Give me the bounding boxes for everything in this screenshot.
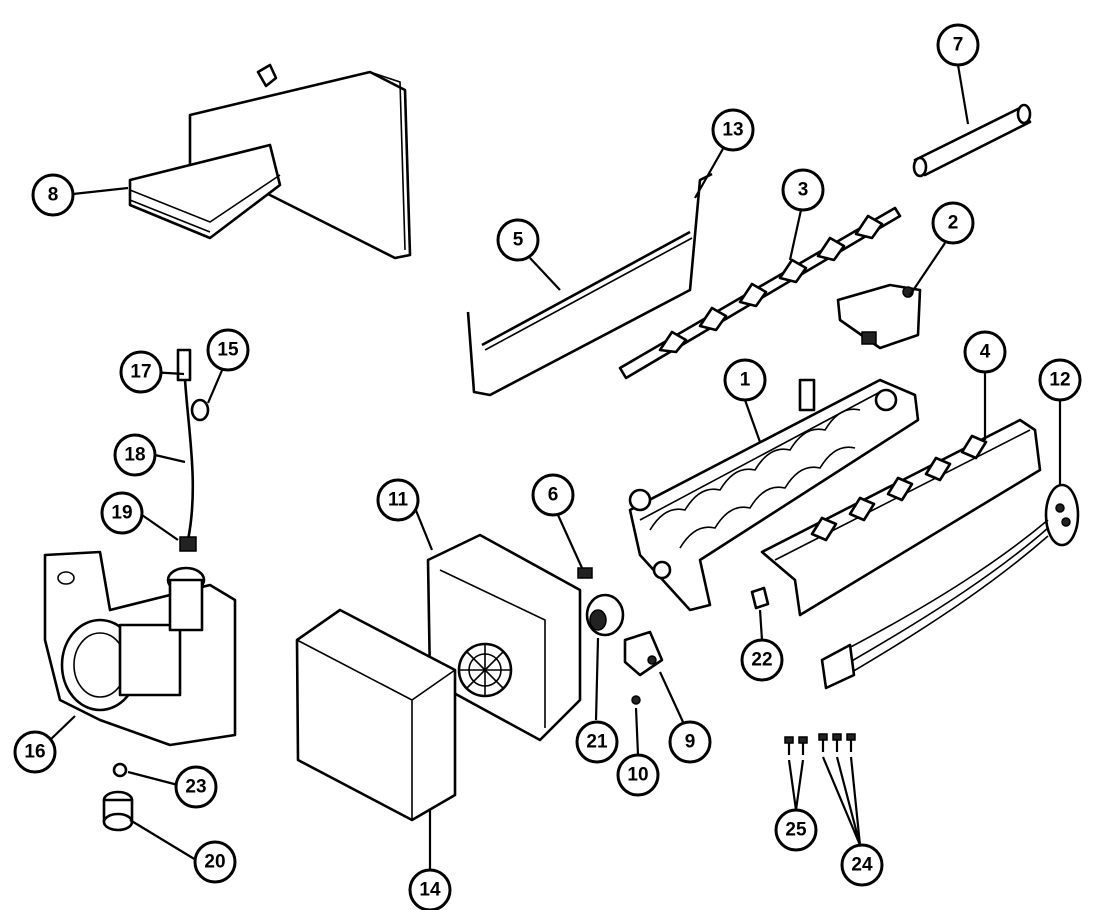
callout-22: 22 <box>740 638 784 682</box>
part-9-switch <box>623 630 664 677</box>
callout-14: 14 <box>408 868 452 910</box>
callout-9-label: 9 <box>685 732 696 753</box>
part-16-valve <box>43 550 237 747</box>
part-25-screws <box>784 736 808 755</box>
callout-8: 8 <box>31 173 75 217</box>
part-20-nut <box>102 790 134 832</box>
callout-23: 23 <box>174 765 218 809</box>
callout-25: 25 <box>774 808 818 852</box>
callout-9: 9 <box>668 720 712 764</box>
callout-13: 13 <box>711 108 755 152</box>
callout-3-label: 3 <box>798 180 809 201</box>
callout-12-label: 12 <box>1049 370 1070 391</box>
callout-3: 3 <box>781 168 825 212</box>
callout-5-label: 5 <box>513 230 524 251</box>
callout-21: 21 <box>575 720 619 764</box>
callout-1-label: 1 <box>740 370 751 391</box>
part-11-control <box>426 533 582 742</box>
callout-16: 16 <box>13 730 57 774</box>
part-15-clamp <box>190 398 210 422</box>
part-24-screws <box>818 733 856 752</box>
part-10-pin <box>631 695 641 705</box>
callout-1: 1 <box>723 358 767 402</box>
callout-24: 24 <box>840 843 884 887</box>
part-23-washer <box>112 762 128 778</box>
callout-6: 6 <box>531 473 575 517</box>
part-7-tube <box>912 103 1032 178</box>
callout-19: 19 <box>100 491 144 535</box>
callout-17-label: 17 <box>130 362 151 383</box>
callout-15-label: 15 <box>217 340 239 361</box>
part-22-clip <box>750 586 770 610</box>
callout-10-label: 10 <box>627 765 648 786</box>
callout-11-label: 11 <box>388 490 409 511</box>
part-2-bracket <box>836 283 922 350</box>
part-18-tube <box>176 348 195 541</box>
callout-16-label: 16 <box>24 742 45 763</box>
callout-24-label: 24 <box>851 855 873 876</box>
part-19-fitting <box>179 536 197 552</box>
callout-6-label: 6 <box>548 485 559 506</box>
part-1-mold <box>628 378 920 612</box>
part-6-screw <box>577 567 593 579</box>
callout-2-label: 2 <box>948 213 959 234</box>
callout-11: 11 <box>376 478 420 522</box>
callout-12: 12 <box>1038 358 1082 402</box>
callout-19-label: 19 <box>111 503 132 524</box>
callout-15: 15 <box>206 328 250 372</box>
callout-18: 18 <box>113 433 157 477</box>
part-14-cover <box>295 608 457 822</box>
callout-5: 5 <box>496 218 540 262</box>
callout-22-label: 22 <box>751 650 772 671</box>
callout-20: 20 <box>193 840 237 884</box>
callout-25-label: 25 <box>785 820 807 841</box>
callout-4-label: 4 <box>980 342 991 363</box>
callout-2: 2 <box>931 201 975 245</box>
part-13-wire-frame <box>466 172 713 397</box>
callout-7-label: 7 <box>953 35 964 56</box>
callout-10: 10 <box>616 753 660 797</box>
part-12-harness <box>820 483 1080 690</box>
callout-4: 4 <box>963 330 1007 374</box>
callout-17: 17 <box>119 350 163 394</box>
callout-13-label: 13 <box>722 120 743 141</box>
part-3-ejector <box>618 206 902 380</box>
callout-14-label: 14 <box>419 880 441 901</box>
callout-8-label: 8 <box>48 185 59 206</box>
part-21-knob <box>585 593 625 637</box>
part-5-rod <box>481 230 693 351</box>
part-8-shield <box>128 63 412 260</box>
callout-7: 7 <box>936 23 980 67</box>
callout-18-label: 18 <box>124 445 145 466</box>
callout-23-label: 23 <box>185 777 206 798</box>
callout-21-label: 21 <box>586 732 608 753</box>
callout-20-label: 20 <box>204 852 225 873</box>
part-4-stripper <box>760 418 1042 617</box>
